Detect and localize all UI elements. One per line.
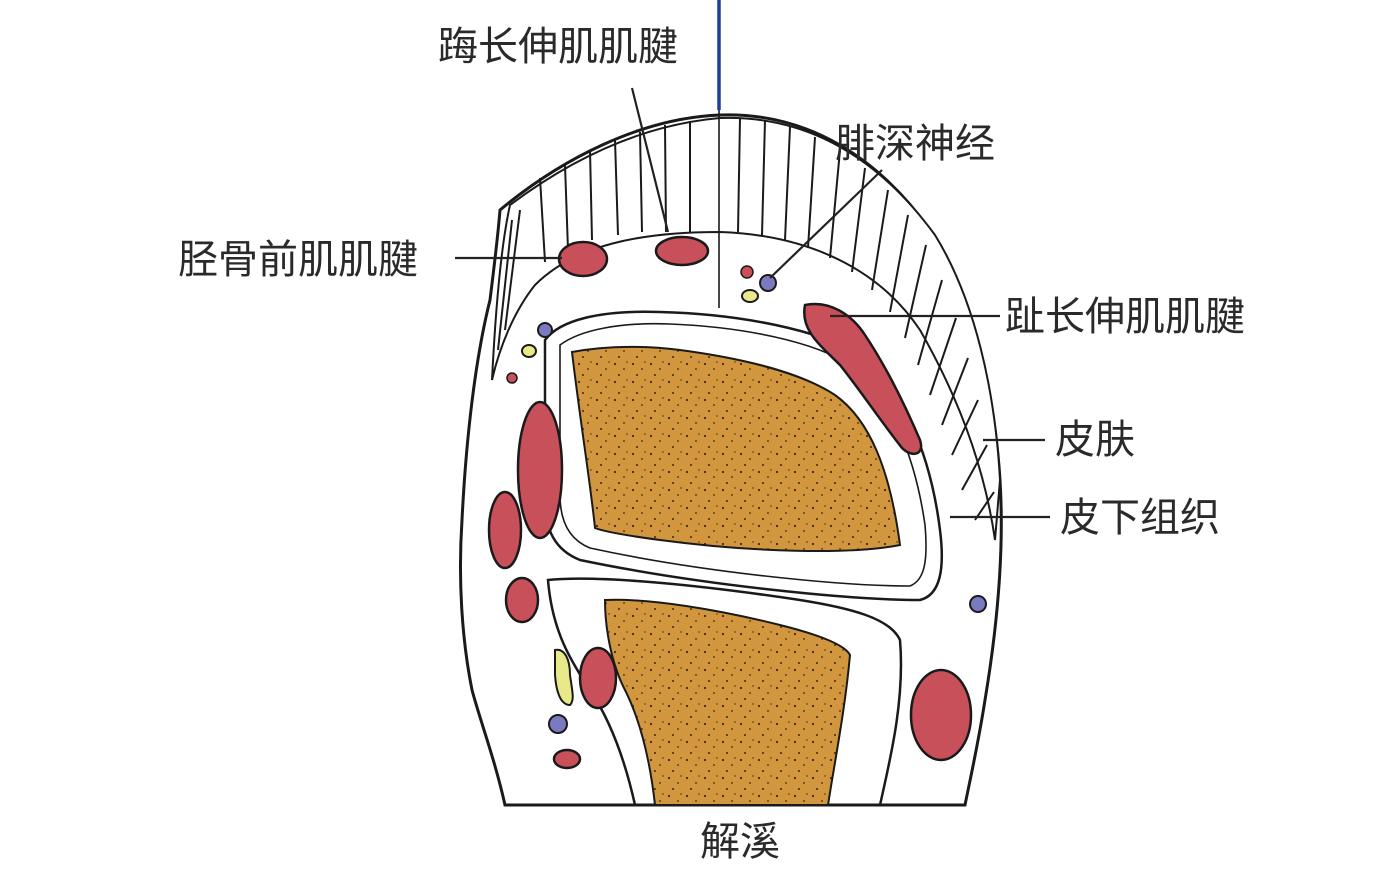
extensor-digitorum-longus-tendon-shape (802, 302, 923, 456)
medial-tendon-1 (516, 400, 564, 540)
great-saphenous-vein (537, 322, 553, 338)
label-extensor-digitorum-longus-tendon: 趾长伸肌肌腱 (1005, 294, 1245, 340)
small-saphenous-vein (969, 595, 987, 613)
label-extensor-hallucis-longus-tendon: 踇长伸肌肌腱 (438, 24, 678, 70)
veins (537, 274, 987, 734)
tendons (487, 235, 973, 770)
posterior-tibial-vein (548, 714, 568, 734)
tibial-nerve-shape (554, 648, 574, 707)
tibia-bone (603, 598, 852, 806)
skin-hatching (491, 116, 1002, 541)
extensor-hallucis-longus-tendon-shape (654, 235, 710, 267)
talus-bone (570, 345, 902, 552)
label-skin: 皮肤 (1055, 417, 1135, 463)
label-subcutaneous-tissue: 皮下组织 (1060, 495, 1220, 541)
small-vessel-1 (552, 748, 582, 770)
talus-capsule-inner (559, 322, 927, 587)
talus-capsule (543, 310, 944, 602)
medial-tendon-2 (487, 490, 523, 570)
deep-peroneal-nerve-shape (741, 289, 759, 303)
anterior-tibial-artery (740, 265, 754, 279)
leader-extensor-hallucis (630, 87, 670, 233)
dorsal-vein-1 (759, 274, 777, 292)
label-tibialis-anterior-tendon: 胫骨前肌肌腱 (178, 237, 418, 283)
small-artery-1 (506, 372, 518, 384)
lateral-tendon (909, 668, 973, 762)
medial-tendon-4 (578, 646, 618, 710)
leader-deep-peroneal (769, 169, 883, 279)
arteries (506, 265, 754, 384)
label-title: 解溪 (700, 819, 780, 865)
saphenous-nerve-shape (521, 344, 537, 358)
label-deep-peroneal-nerve: 腓深神经 (835, 121, 995, 167)
nerves (521, 289, 759, 707)
medial-tendon-3 (504, 576, 540, 624)
tibialis-anterior-tendon-shape (557, 240, 609, 278)
